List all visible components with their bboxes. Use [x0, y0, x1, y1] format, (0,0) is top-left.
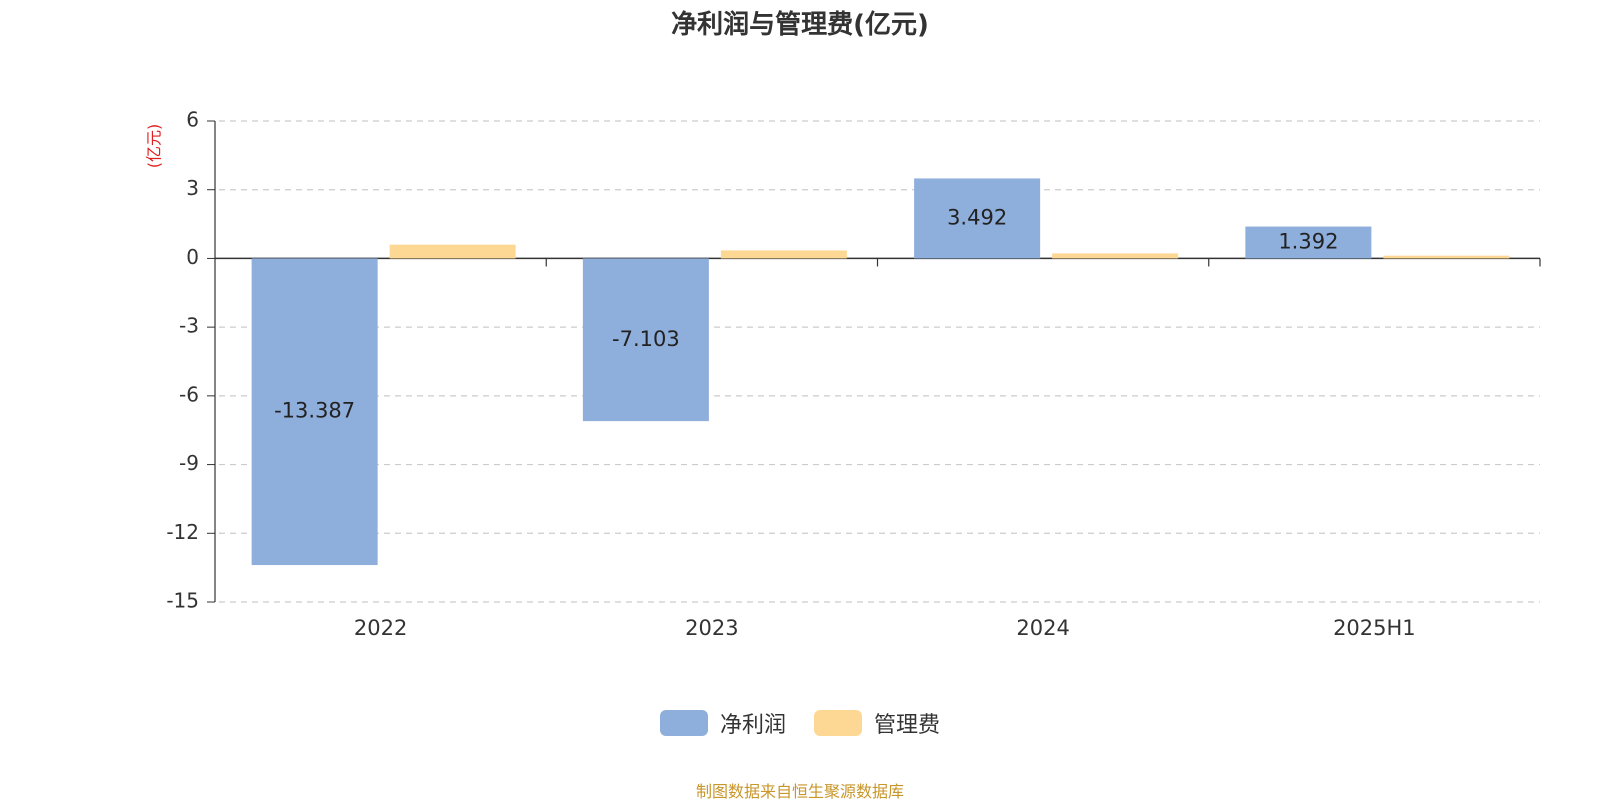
x-tick-label: 2025H1 — [1333, 616, 1416, 640]
x-tick-label: 2023 — [685, 616, 738, 640]
gridlines — [219, 120, 1540, 603]
data-labels: -13.387 -7.103 3.492 1.392 — [274, 205, 1338, 422]
axes: 6 3 0 -3 -6 -9 -12 -15 2022 2023 2024 2025H1 — [166, 108, 1541, 640]
x-tick-label: 2024 — [1016, 616, 1069, 640]
legend: 净利润 管理费 — [0, 707, 1600, 739]
y-tick-label: -9 — [179, 451, 199, 475]
y-tick-label: 6 — [186, 108, 199, 132]
bar-management-fee — [1052, 253, 1179, 259]
x-tick-label: 2022 — [354, 616, 407, 640]
bar-net-profit — [914, 178, 1041, 259]
bar-management-fee — [720, 250, 847, 259]
data-label: 1.392 — [1278, 229, 1338, 253]
data-label: 3.492 — [947, 205, 1007, 229]
bars — [251, 178, 1510, 566]
legend-item-management-fee[interactable]: 管理费 — [814, 707, 940, 739]
source-note: 制图数据来自恒生聚源数据库 — [695, 782, 904, 801]
y-axis-label: (亿元) — [145, 124, 164, 169]
legend-swatch-net-profit — [659, 710, 708, 736]
bar-net-profit — [1245, 226, 1372, 259]
y-tick-label: -12 — [166, 520, 199, 544]
bar-management-fee — [389, 244, 516, 259]
data-label: -7.103 — [612, 327, 680, 351]
legend-item-net-profit[interactable]: 净利润 — [659, 707, 786, 739]
y-tick-label: 3 — [186, 176, 199, 200]
bar-net-profit — [251, 258, 378, 566]
legend-label-management-fee: 管理费 — [874, 713, 941, 738]
legend-label-net-profit: 净利润 — [719, 713, 786, 738]
chart-title: 净利润与管理费(亿元) — [671, 10, 929, 40]
y-tick-label: -3 — [179, 314, 199, 338]
bar-net-profit — [582, 258, 709, 422]
y-tick-label: -15 — [166, 589, 199, 613]
legend-swatch-management-fee — [814, 710, 862, 736]
data-label: -13.387 — [274, 399, 355, 423]
bar-management-fee — [1383, 255, 1510, 259]
y-tick-label: -6 — [179, 382, 199, 406]
y-tick-label: 0 — [186, 245, 199, 269]
